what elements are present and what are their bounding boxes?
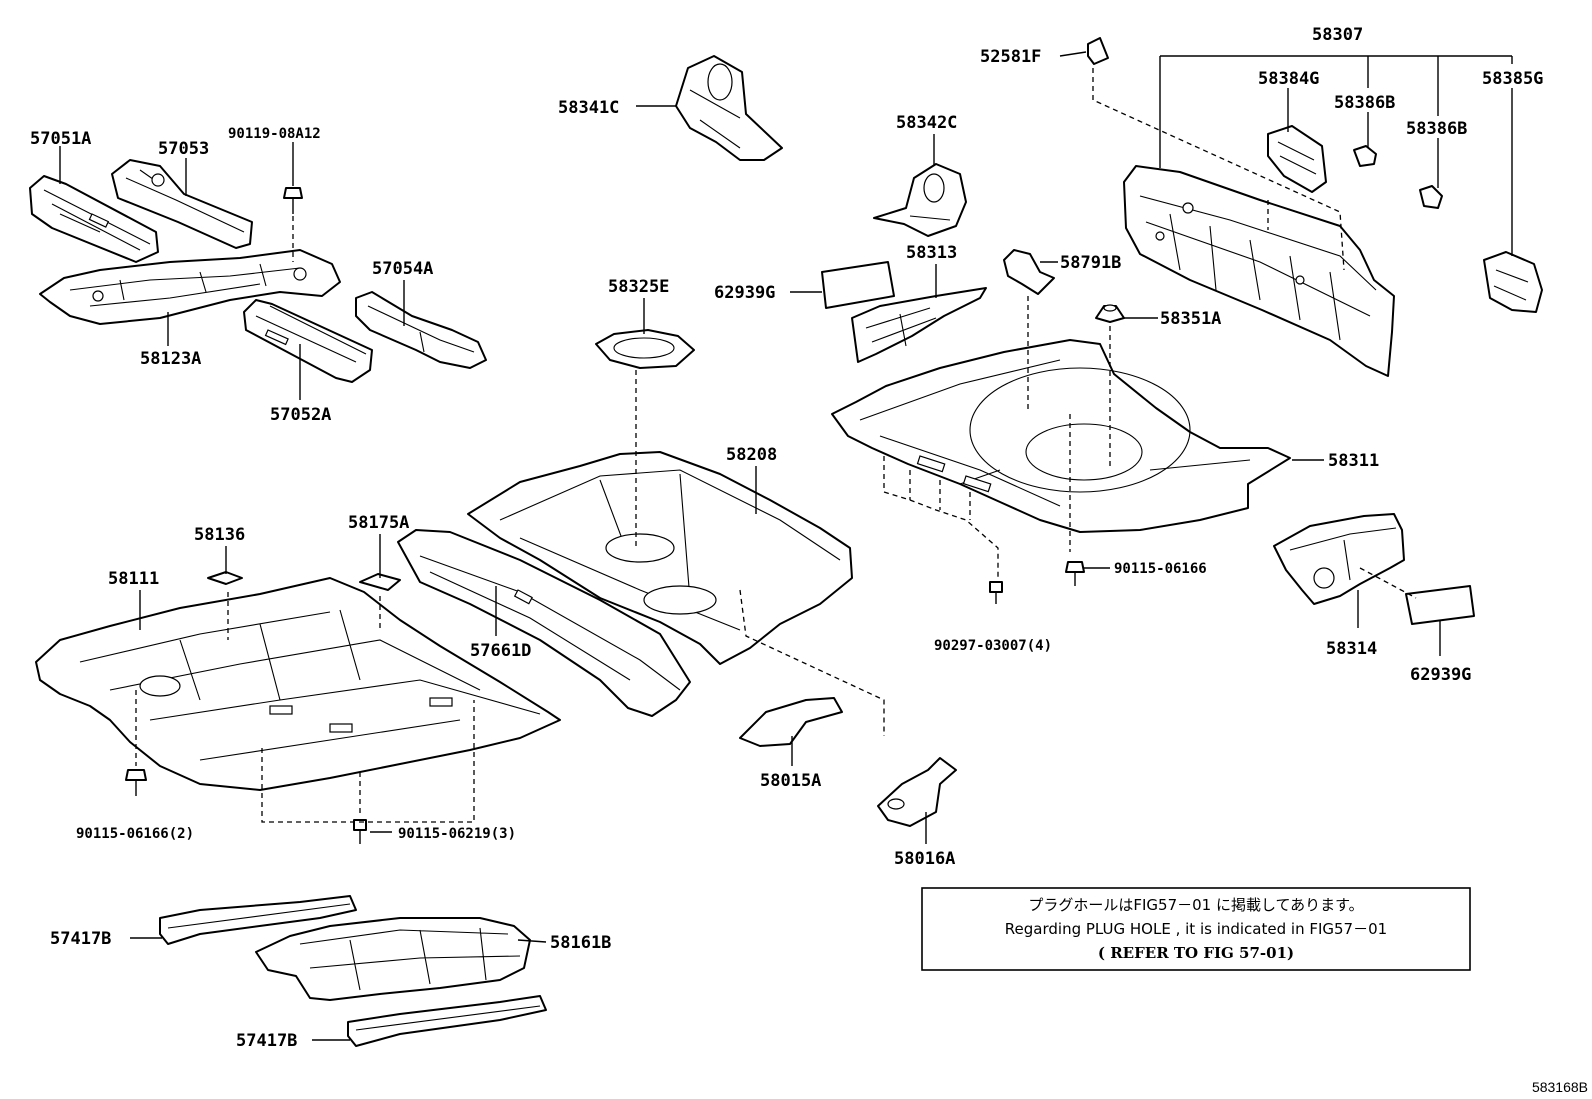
label-58384G[interactable]: 58384G: [1258, 69, 1319, 89]
part-57052A-drawing[interactable]: [243, 299, 373, 383]
label-58175A[interactable]: 58175A: [348, 513, 409, 533]
part-58313-drawing[interactable]: [851, 287, 987, 363]
part-62939G-pad-2-drawing[interactable]: [1405, 585, 1475, 625]
label-90115-06166-2[interactable]: 90115-06166(2): [76, 826, 194, 842]
label-58015A[interactable]: 58015A: [760, 771, 821, 791]
part-57053-drawing[interactable]: [111, 159, 253, 249]
label-90115-06166[interactable]: 90115-06166: [1114, 561, 1207, 577]
part-58386B-clip-2-drawing[interactable]: [1419, 185, 1443, 209]
part-58311-drawing[interactable]: [831, 339, 1291, 533]
plug-hole-note: プラグホールはFIG57－01 に掲載してあります。 Regarding PLU…: [921, 887, 1471, 971]
label-57054A[interactable]: 57054A: [372, 259, 433, 279]
part-58123A-drawing[interactable]: [39, 249, 341, 325]
part-52581F-drawing[interactable]: [1087, 37, 1109, 65]
part-57054A-drawing[interactable]: [355, 291, 487, 369]
note-line-english: Regarding PLUG HOLE , it is indicated in…: [1005, 920, 1387, 938]
part-57661D-drawing[interactable]: [397, 529, 691, 717]
part-58307-drawing[interactable]: [1123, 165, 1395, 377]
leader-lines: [59, 51, 1513, 1041]
bolt-90115-06219-3-icon: [353, 819, 367, 844]
label-58123A[interactable]: 58123A: [140, 349, 201, 369]
note-box: [921, 887, 1471, 971]
label-58325E[interactable]: 58325E: [608, 277, 669, 297]
label-58311[interactable]: 58311: [1328, 451, 1379, 471]
figure-code: 583168B: [1532, 1079, 1588, 1095]
part-58342C-drawing[interactable]: [873, 163, 967, 237]
bolt-90115-06166-2-icon: [125, 769, 147, 796]
label-57417B-2[interactable]: 57417B: [236, 1031, 297, 1051]
label-58386B-1[interactable]: 58386B: [1334, 93, 1395, 113]
label-58208[interactable]: 58208: [726, 445, 777, 465]
label-58791B[interactable]: 58791B: [1060, 253, 1121, 273]
label-58307[interactable]: 58307: [1312, 25, 1363, 45]
label-58313[interactable]: 58313: [906, 243, 957, 263]
part-58111-drawing[interactable]: [35, 577, 561, 791]
label-58341C[interactable]: 58341C: [558, 98, 619, 118]
label-58385G[interactable]: 58385G: [1482, 69, 1543, 89]
label-90119-08A12[interactable]: 90119-08A12: [228, 126, 321, 142]
label-58161B[interactable]: 58161B: [550, 933, 611, 953]
part-58314-drawing[interactable]: [1273, 513, 1405, 605]
label-90297-03007-4[interactable]: 90297-03007(4): [934, 638, 1052, 654]
label-58016A[interactable]: 58016A: [894, 849, 955, 869]
label-58314[interactable]: 58314: [1326, 639, 1377, 659]
part-57417B-lower-drawing[interactable]: [347, 995, 547, 1047]
note-line-japanese: プラグホールはFIG57－01 に掲載してあります。: [1028, 896, 1363, 914]
part-58385G-drawing[interactable]: [1483, 251, 1543, 313]
part-58351A-drawing[interactable]: [1095, 304, 1125, 323]
label-57052A[interactable]: 57052A: [270, 405, 331, 425]
part-58386B-clip-1-drawing[interactable]: [1353, 145, 1377, 167]
part-57417B-upper-drawing[interactable]: [159, 895, 357, 945]
part-58384G-drawing[interactable]: [1267, 125, 1327, 193]
part-58016A-drawing[interactable]: [877, 757, 957, 827]
label-57051A[interactable]: 57051A: [30, 129, 91, 149]
part-58136-drawing[interactable]: [207, 571, 243, 585]
bolt-90297-03007-icon: [989, 581, 1003, 604]
label-58351A[interactable]: 58351A: [1160, 309, 1221, 329]
label-90115-06219-3[interactable]: 90115-06219(3): [398, 826, 516, 842]
label-62939G-2[interactable]: 62939G: [1410, 665, 1471, 685]
label-58111[interactable]: 58111: [108, 569, 159, 589]
label-58386B-2[interactable]: 58386B: [1406, 119, 1467, 139]
label-62939G-1[interactable]: 62939G: [714, 283, 775, 303]
part-58015A-drawing[interactable]: [739, 697, 843, 747]
label-57661D[interactable]: 57661D: [470, 641, 531, 661]
part-58325E-drawing[interactable]: [595, 329, 695, 369]
label-57417B-1[interactable]: 57417B: [50, 929, 111, 949]
label-58136[interactable]: 58136: [194, 525, 245, 545]
bolt-90115-06166-icon: [1065, 561, 1085, 586]
part-58791B-drawing[interactable]: [1003, 249, 1055, 295]
part-58175A-drawing[interactable]: [359, 573, 401, 591]
part-58161B-drawing[interactable]: [255, 917, 531, 1001]
assembly-dashed-lines: [135, 68, 1417, 823]
part-57051A-drawing[interactable]: [29, 175, 159, 263]
label-57053[interactable]: 57053: [158, 139, 209, 159]
part-58341C-drawing[interactable]: [675, 55, 783, 161]
part-62939G-pad-1-drawing[interactable]: [821, 261, 895, 309]
label-58342C[interactable]: 58342C: [896, 113, 957, 133]
label-52581F[interactable]: 52581F: [980, 47, 1041, 67]
note-line-reference[interactable]: ( REFER TO FIG 57-01): [1098, 944, 1294, 962]
bolt-90119-08A12-icon: [283, 187, 303, 214]
